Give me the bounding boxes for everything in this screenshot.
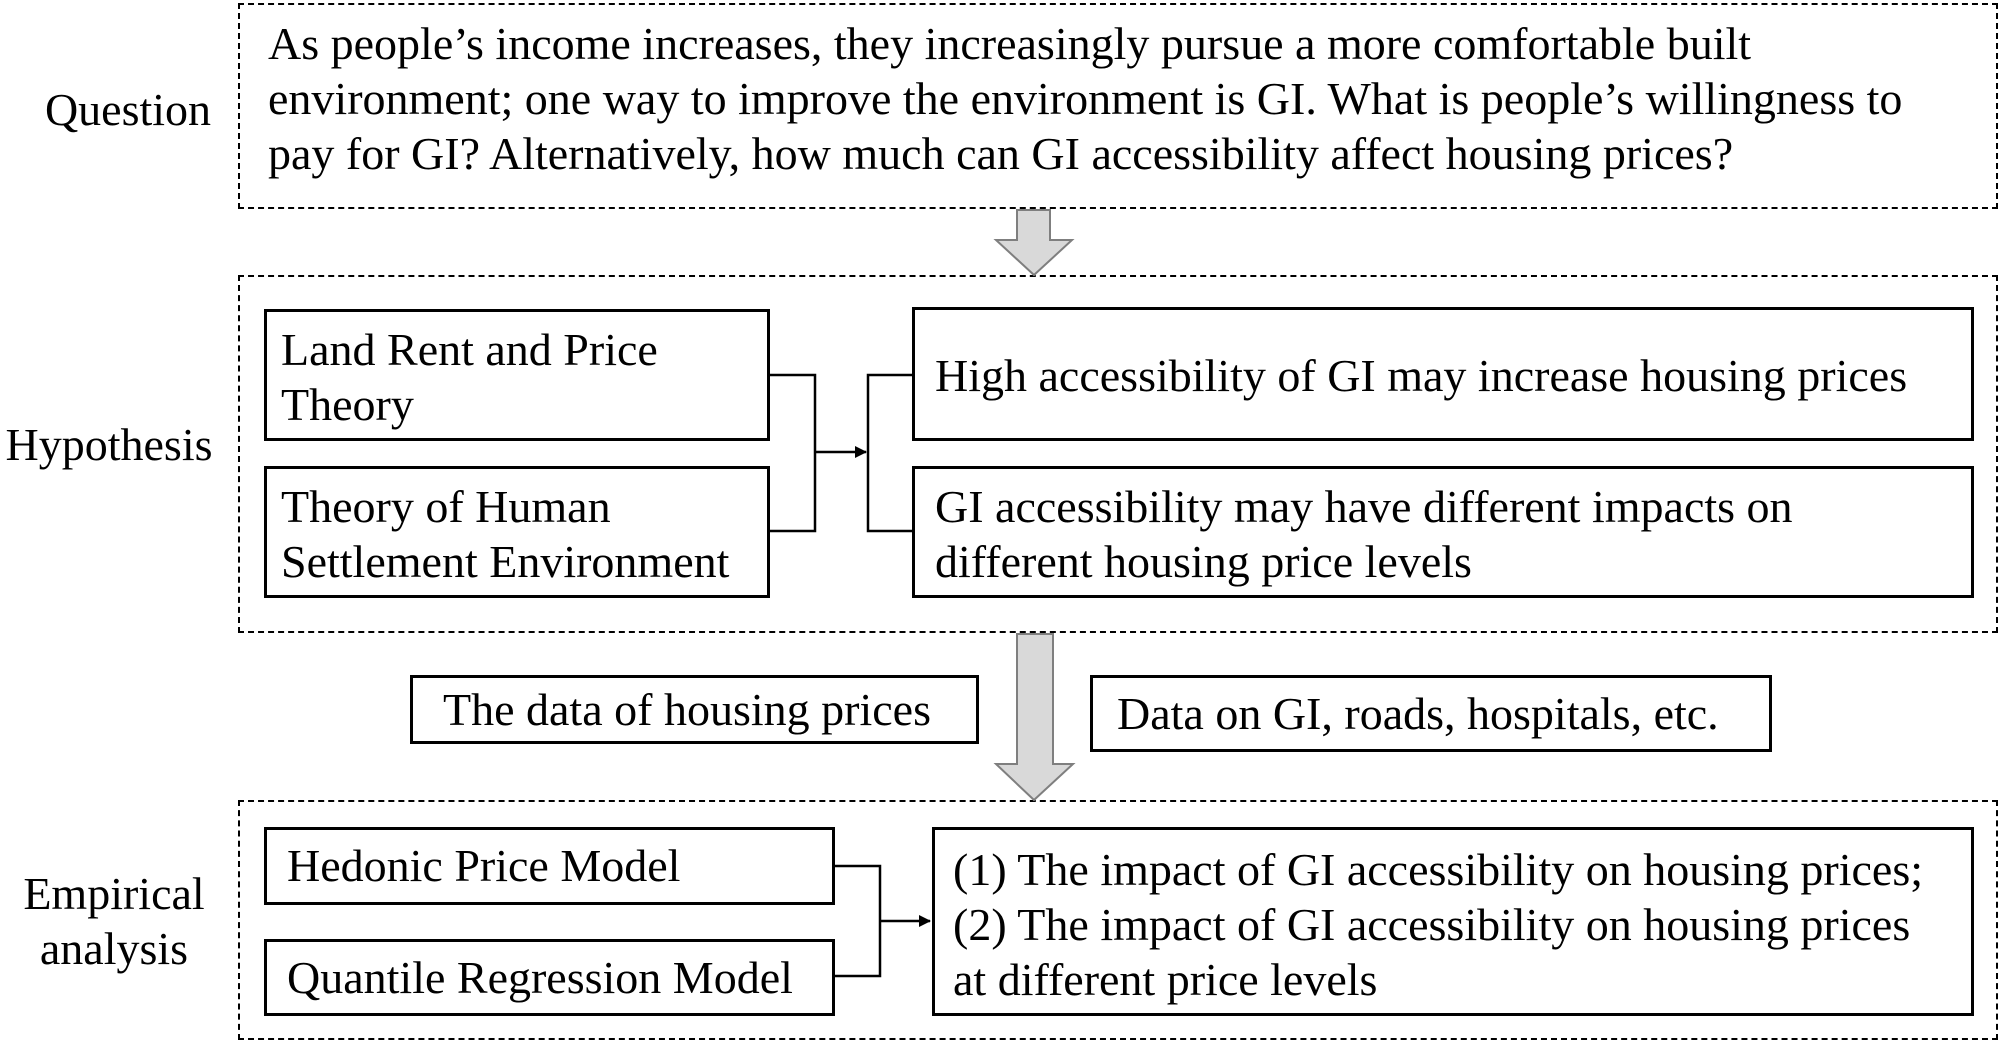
theories-to-hypotheses-connector	[770, 373, 912, 533]
theory-box-land-rent: Land Rent and Price Theory	[264, 309, 770, 441]
theory-box-human-settlement: Theory of Human Settlement Environment	[264, 466, 770, 598]
gi-roads-hospitals-data-text: Data on GI, roads, hospitals, etc.	[1117, 688, 1719, 739]
hypothesis-box-increase: High accessibility of GI may increase ho…	[912, 307, 1974, 441]
hypothesis-2-line-1: GI accessibility may have different impa…	[935, 481, 1793, 532]
empirical-panel	[238, 800, 1998, 1040]
empirical-analysis-label: Empirical analysis	[14, 866, 214, 976]
question-line-1: As people’s income increases, they incre…	[268, 18, 1752, 69]
theory-1-line-2: Theory	[281, 379, 414, 430]
question-panel	[238, 3, 1998, 209]
hypothesis-panel	[238, 275, 1998, 633]
empirical-label-line-2: analysis	[39, 923, 189, 974]
empirical-results-box: (1) The impact of GI accessibility on ho…	[932, 827, 1974, 1016]
result-line-3: at different price levels	[953, 954, 1378, 1005]
housing-price-data-box: The data of housing prices	[410, 675, 979, 744]
question-text: As people’s income increases, they incre…	[268, 16, 1902, 181]
hypothesis-label: Hypothesis	[5, 419, 213, 470]
hedonic-price-model-box: Hedonic Price Model	[264, 827, 835, 905]
result-line-2: (2) The impact of GI accessibility on ho…	[953, 899, 1911, 950]
theory-2-line-2: Settlement Environment	[281, 536, 730, 587]
hedonic-price-model-text: Hedonic Price Model	[287, 840, 681, 891]
housing-price-data-text: The data of housing prices	[443, 684, 931, 735]
block-arrow-question-to-hypothesis	[993, 209, 1075, 277]
quantile-regression-model-text: Quantile Regression Model	[287, 952, 793, 1003]
gi-roads-hospitals-data-box: Data on GI, roads, hospitals, etc.	[1090, 675, 1772, 752]
theory-2-line-1: Theory of Human	[281, 481, 611, 532]
quantile-regression-model-box: Quantile Regression Model	[264, 939, 835, 1016]
models-to-results-connector	[835, 864, 931, 978]
question-label: Question	[44, 84, 212, 135]
empirical-label-line-1: Empirical	[23, 868, 205, 919]
question-line-3: pay for GI? Alternatively, how much can …	[268, 128, 1734, 179]
hypothesis-2-line-2: different housing price levels	[935, 536, 1472, 587]
question-line-2: environment; one way to improve the envi…	[268, 73, 1903, 124]
hypothesis-box-different-levels: GI accessibility may have different impa…	[912, 466, 1974, 598]
theory-1-line-1: Land Rent and Price	[281, 324, 658, 375]
hypothesis-1-line-1: High accessibility of GI may increase ho…	[935, 350, 1908, 401]
result-line-1: (1) The impact of GI accessibility on ho…	[953, 844, 1924, 895]
block-arrow-hypothesis-to-empirical	[993, 633, 1076, 802]
